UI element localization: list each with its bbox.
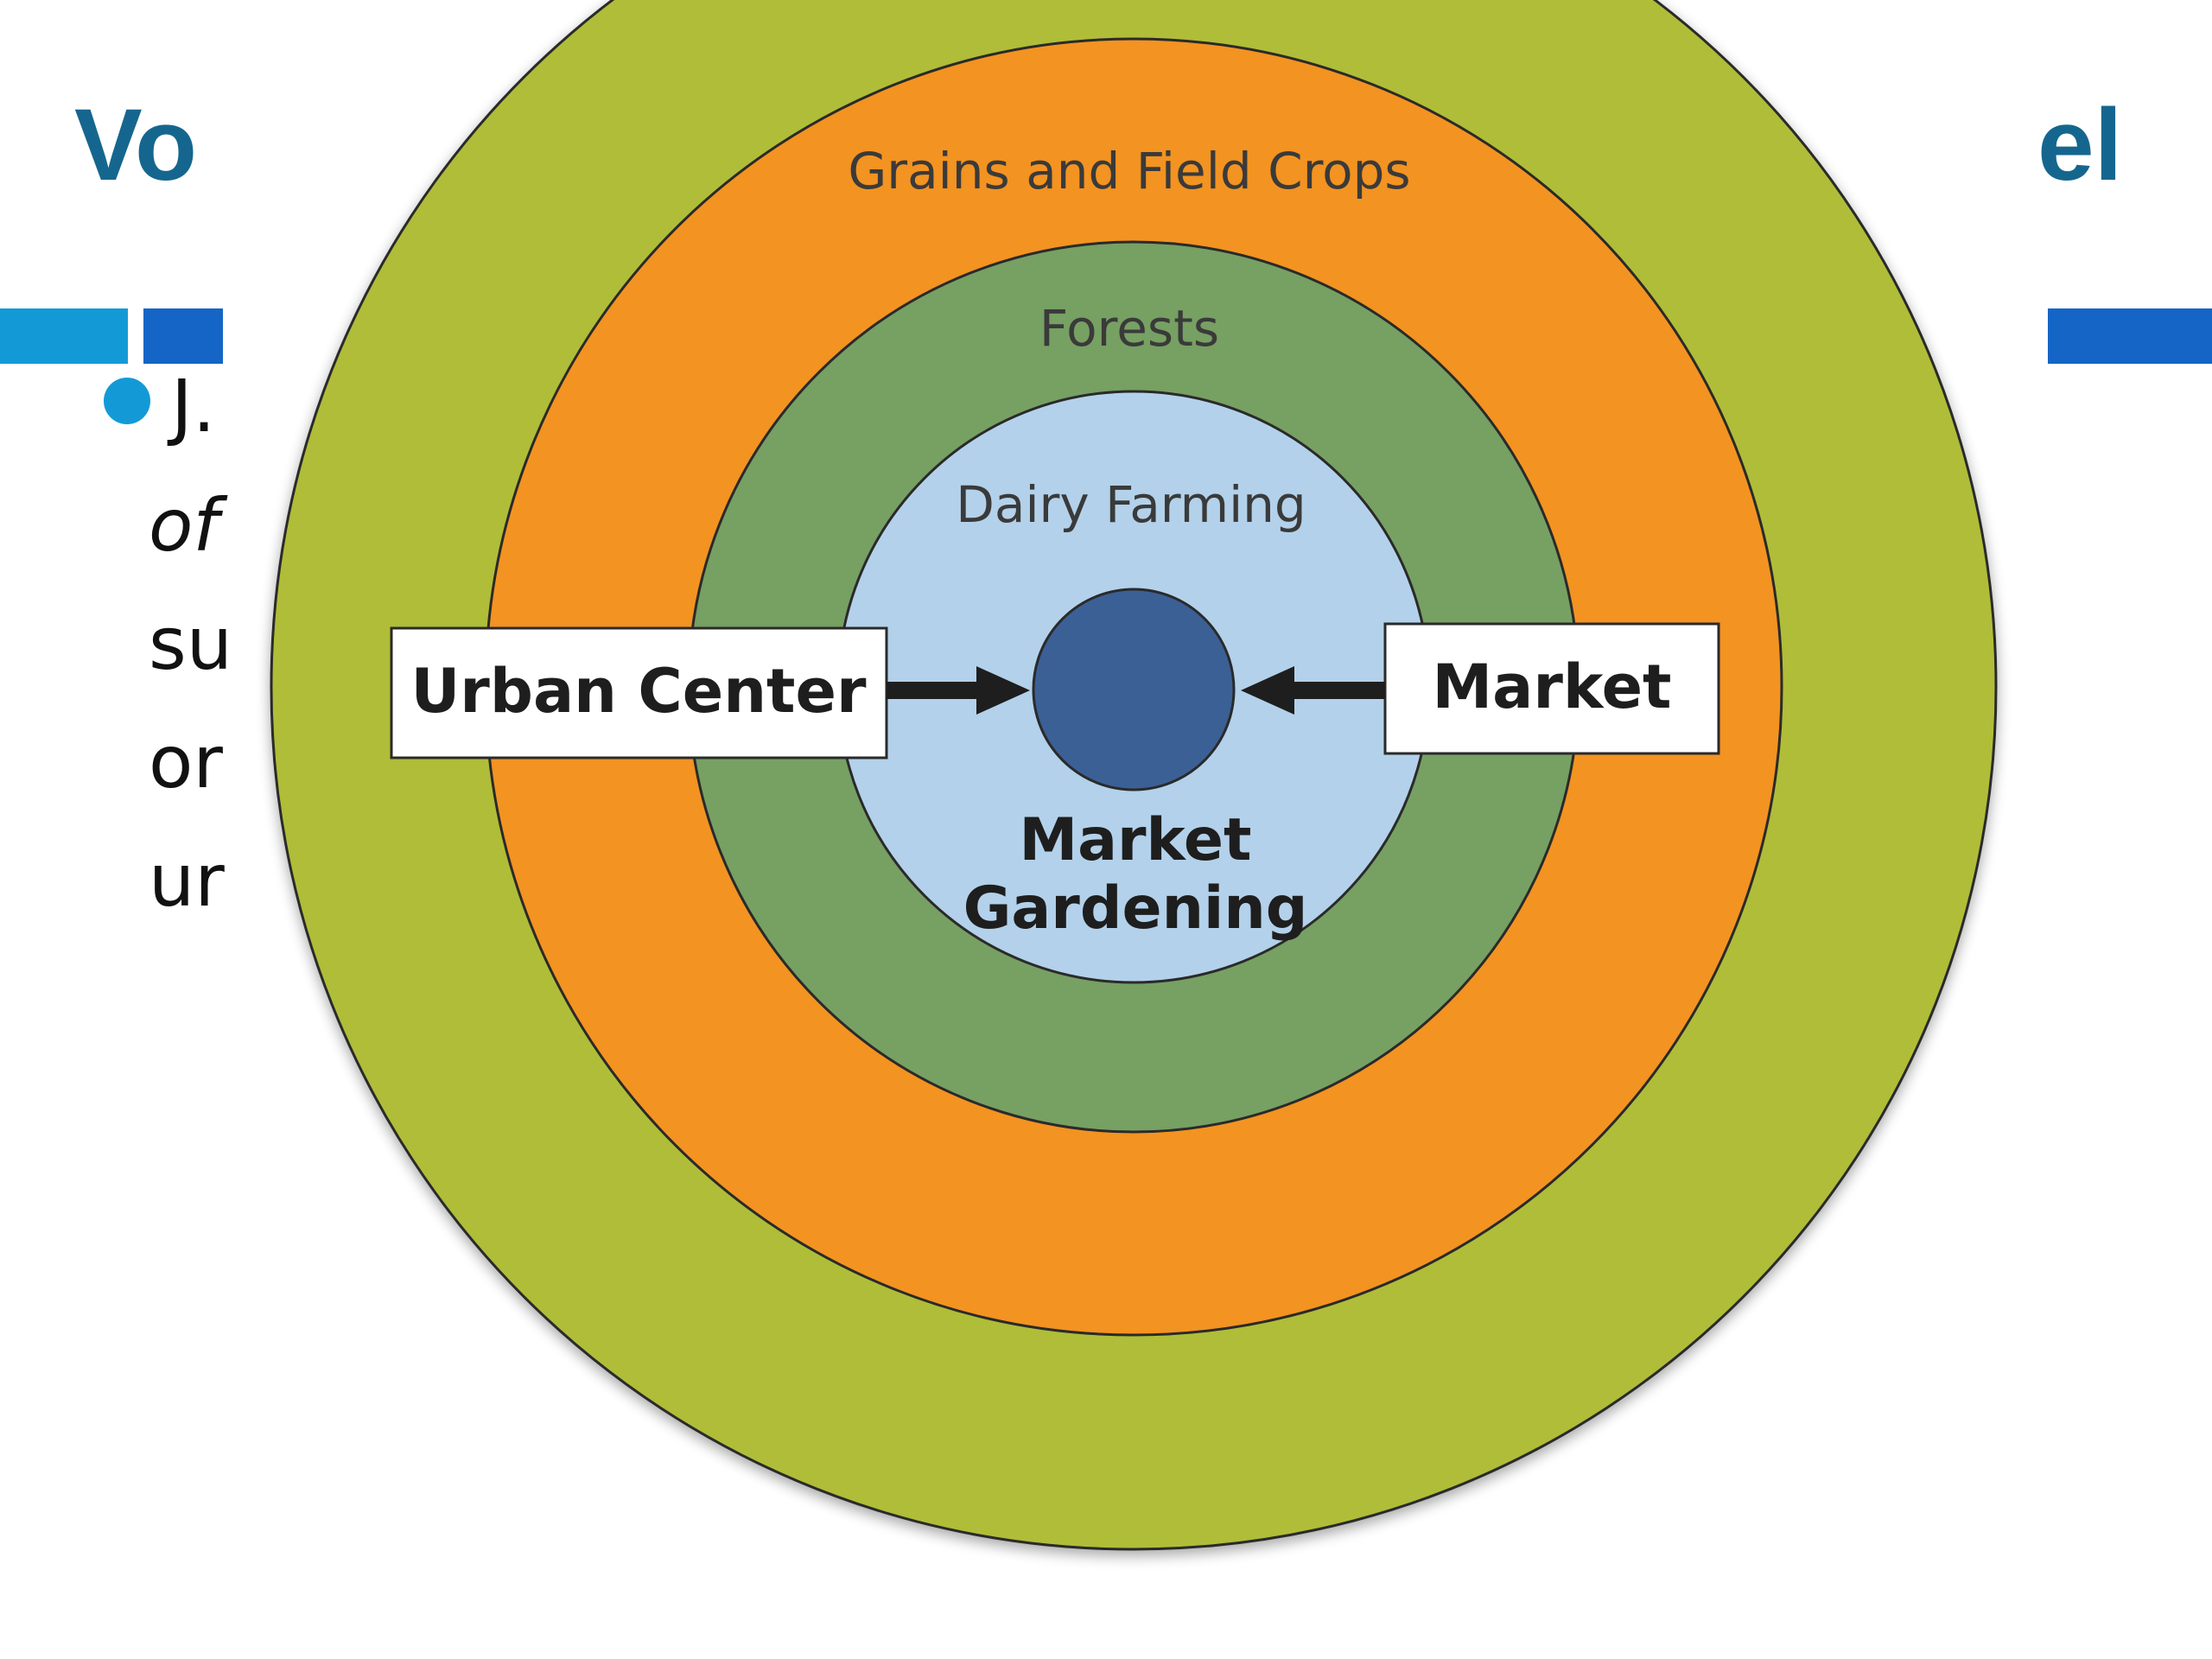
slide-title-left-fragment: Vo <box>74 88 198 202</box>
center-label-line1: Market <box>1019 806 1251 874</box>
bullet-dot-icon <box>104 378 150 424</box>
center-circle <box>1032 588 1236 791</box>
urban-center-box <box>390 626 888 760</box>
center-label-line2: Gardening <box>963 874 1308 943</box>
ring-label-grains: Grains and Field Crops <box>848 142 1410 200</box>
body-text-fragment: ur <box>149 838 225 923</box>
accent-bar-right <box>2048 308 2212 364</box>
body-text-fragment: J. <box>171 364 216 448</box>
ring-label-dairy: Dairy Farming <box>956 475 1306 534</box>
market-box <box>1383 622 1720 755</box>
body-text-fragment: or <box>149 720 223 804</box>
arrow-right-to-center-icon <box>1241 666 1385 715</box>
ring-label-forests: Forests <box>1039 299 1219 358</box>
accent-bar-dark <box>143 308 223 364</box>
body-text-fragment: su <box>149 601 233 686</box>
urban-center-label: Urban Center <box>410 656 867 727</box>
body-text-fragment: of <box>149 483 219 568</box>
slide-title-right-fragment: el <box>2037 88 2123 202</box>
accent-bar-light <box>0 308 128 364</box>
market-label: Market <box>1432 652 1671 722</box>
arrow-left-to-center-icon <box>887 666 1030 715</box>
